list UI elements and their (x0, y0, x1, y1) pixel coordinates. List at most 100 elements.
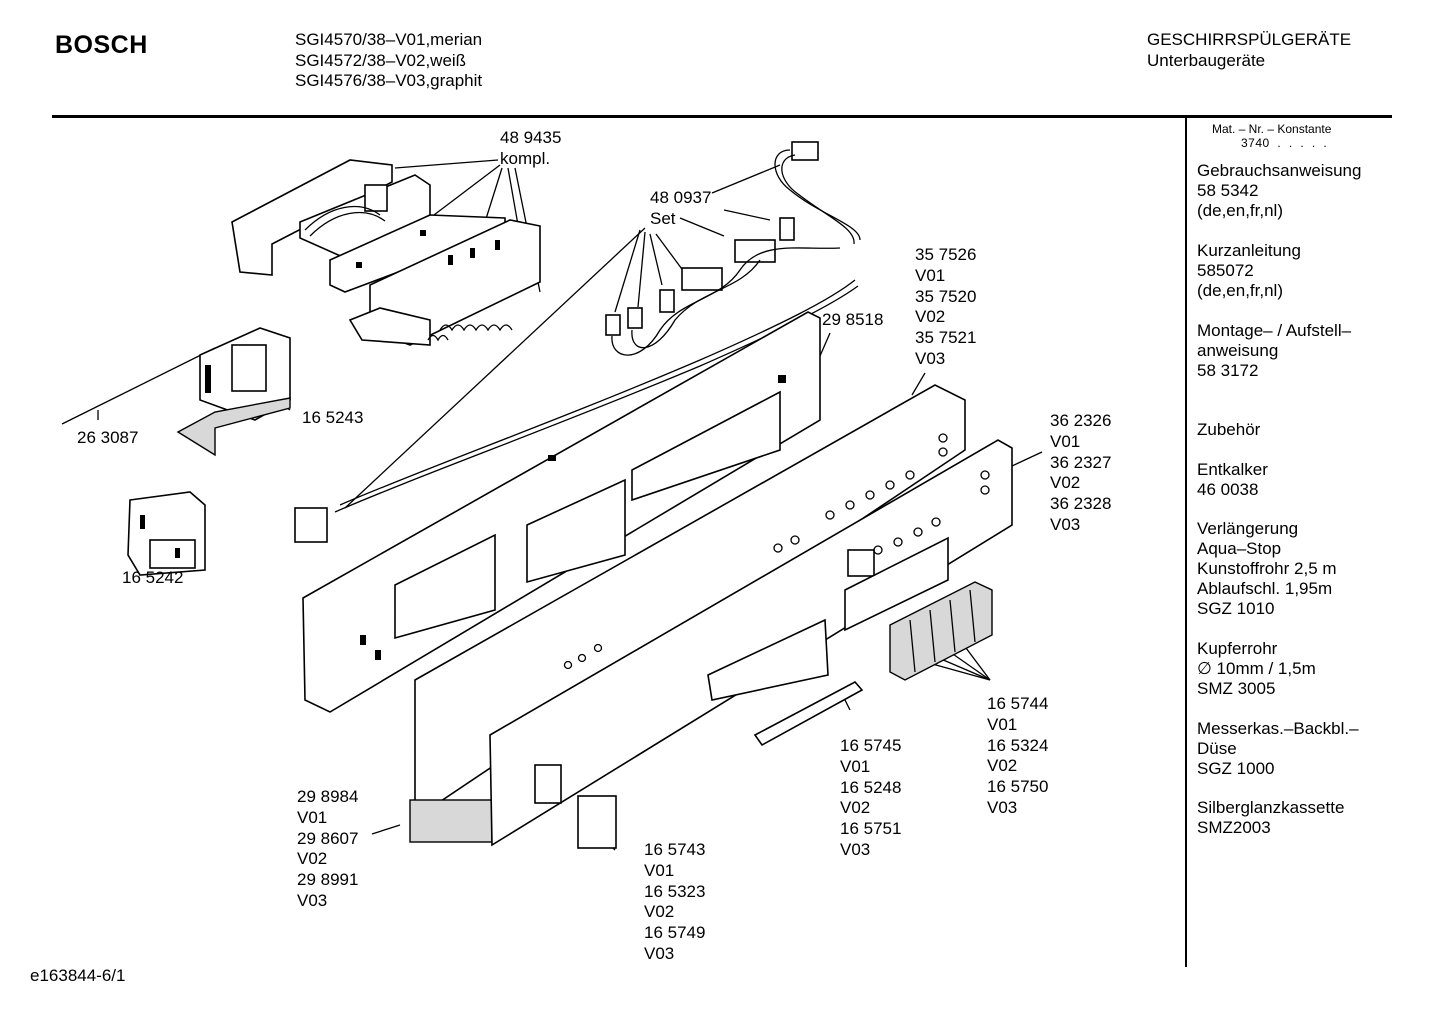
category-line: GESCHIRRSPÜLGERÄTE (1147, 30, 1352, 49)
part-number: 48 0937 (650, 188, 712, 207)
sidebar-block-nozzle: Messerkas.–Backbl.– Düse SGZ 1000 (1197, 719, 1359, 779)
sidebar-block-accessories: Zubehör (1197, 420, 1260, 440)
part-number: 29 8518 (822, 310, 884, 329)
sidebar-block-descaler: Entkalker 46 0038 (1197, 460, 1268, 500)
exploded-parts-drawing (61, 141, 1043, 851)
part-note: kompl. (500, 148, 551, 168)
part-label-362326: 36 2326 V01 36 2327 V02 36 2328 V03 (1050, 411, 1111, 536)
sidebar-line: Kupferrohr (1197, 639, 1278, 658)
model-line: SGI4572/38–V02,weiß (295, 50, 467, 70)
part-number: 26 3087 (77, 428, 139, 447)
sidebar-line: Kurzanleitung (1197, 241, 1301, 260)
part-number: 35 7520 (915, 286, 977, 306)
part-variant: V03 (644, 943, 675, 963)
header-divider (52, 115, 1392, 118)
sidebar-block-short-guide: Kurzanleitung 585072 (de,en,fr,nl) (1197, 241, 1301, 301)
part-label-489435: 48 9435 kompl. (500, 128, 561, 170)
part-number: 35 7521 (915, 328, 977, 348)
part-number: 16 5744 (987, 694, 1049, 713)
part-label-165242: 16 5242 (122, 568, 183, 589)
part-label-298984: 29 8984 V01 29 8607 V02 29 8991 V03 (297, 787, 358, 912)
sidebar-line: Kunstoffrohr 2,5 m (1197, 559, 1337, 578)
part-variant: V01 (840, 756, 871, 776)
part-variant: V03 (987, 797, 1018, 817)
sidebar-divider (1185, 117, 1187, 967)
part-variant: V02 (644, 902, 675, 922)
wire-harness (294, 141, 861, 543)
mat-nr-constant: Mat. – Nr. – Konstante 3740 . . . . . (1212, 122, 1331, 150)
sidebar-line: SMZ2003 (1197, 818, 1271, 837)
sidebar-line: SMZ 3005 (1197, 679, 1276, 698)
control-panel-frame (302, 311, 821, 713)
part-number: 16 5743 (644, 840, 706, 859)
sidebar-block-silver-cassette: Silberglanzkassette SMZ2003 (1197, 798, 1344, 838)
part-variant: V03 (840, 839, 871, 859)
part-label-165744: 16 5744 V01 16 5324 V02 16 5750 V03 (987, 694, 1048, 819)
part-variant: V01 (987, 714, 1018, 734)
part-number: 29 8984 (297, 787, 359, 806)
sidebar-line: 46 0038 (1197, 480, 1259, 499)
sidebar-line: ∅ 10mm / 1,5m (1197, 659, 1316, 678)
sidebar-line: Silberglanzkassette (1197, 798, 1345, 817)
drawing-code: e163844-6/1 (30, 966, 126, 985)
model-list: SGI4570/38–V01,merian SGI4572/38–V02,wei… (295, 30, 482, 92)
sidebar-block-installation: Montage– / Aufstell– anweisung 58 3172 (1197, 321, 1351, 381)
part-number: 16 5324 (987, 735, 1049, 755)
model-line: SGI4576/38–V03,graphit (295, 71, 483, 90)
sidebar-line: 585072 (1197, 261, 1254, 280)
part-number: 16 5745 (840, 736, 902, 755)
electronics-module (231, 159, 541, 346)
part-number: 36 2326 (1050, 411, 1112, 430)
part-variant: V01 (1050, 431, 1081, 451)
part-variant: V02 (840, 798, 871, 818)
button-set (889, 581, 993, 681)
part-number: 35 7526 (915, 245, 977, 264)
mat-nr-value: 3740 . . . . . (1241, 136, 1328, 150)
sidebar-block-extension: Verlängerung Aqua–Stop Kunstoffrohr 2,5 … (1197, 519, 1337, 619)
part-label-165243: 16 5243 (302, 408, 363, 429)
sidebar-block-manual: Gebrauchsanweisung 58 5342 (de,en,fr,nl) (1197, 161, 1361, 221)
part-label-298518: 29 8518 (822, 310, 883, 331)
sidebar-line: (de,en,fr,nl) (1197, 201, 1283, 220)
sidebar-line: anweisung (1197, 341, 1279, 360)
part-number: 16 5243 (302, 408, 364, 427)
part-variant: V01 (297, 807, 328, 827)
bracket-assembly (176, 327, 291, 457)
sidebar-line: Aqua–Stop (1197, 539, 1282, 558)
sidebar-line: Messerkas.–Backbl.– (1197, 719, 1359, 738)
panel-face (489, 439, 1013, 847)
part-number: 36 2328 (1050, 494, 1112, 514)
part-number: 16 5323 (644, 881, 706, 901)
part-number: 16 5242 (122, 568, 184, 587)
category-line: Unterbaugeräte (1147, 50, 1266, 70)
sidebar-line: SGZ 1010 (1197, 599, 1275, 618)
sidebar-line: Ablaufschl. 1,95m (1197, 579, 1333, 598)
part-label-357526: 35 7526 V01 35 7520 V02 35 7521 V03 (915, 245, 976, 370)
part-variant: V03 (297, 890, 328, 910)
sidebar-line: Düse (1197, 739, 1237, 758)
sidebar-line: SGZ 1000 (1197, 759, 1275, 778)
mat-nr-label: Mat. – Nr. – Konstante (1212, 122, 1332, 136)
part-label-263087: 26 3087 (77, 428, 138, 449)
part-label-480937: 48 0937 Set (650, 188, 711, 230)
cap-part (577, 795, 617, 849)
part-number: 16 5248 (840, 777, 902, 797)
switch-component (127, 491, 206, 576)
part-number: 16 5749 (644, 923, 706, 943)
part-note: Set (650, 208, 676, 228)
part-variant: V03 (915, 348, 946, 368)
trim-strip (753, 680, 864, 747)
part-variant: V02 (1050, 473, 1081, 493)
part-number: 29 8607 (297, 828, 359, 848)
part-variant: V02 (915, 307, 946, 327)
sidebar-line: Entkalker (1197, 460, 1268, 479)
part-number: 29 8991 (297, 870, 359, 890)
category-title: GESCHIRRSPÜLGERÄTE Unterbaugeräte (1147, 30, 1351, 71)
sidebar-line: Verlängerung (1197, 519, 1299, 538)
sidebar-block-copper-pipe: Kupferrohr ∅ 10mm / 1,5m SMZ 3005 (1197, 639, 1316, 699)
part-variant: V02 (987, 756, 1018, 776)
part-label-165745: 16 5745 V01 16 5248 V02 16 5751 V03 (840, 736, 901, 861)
model-line: SGI4570/38–V01,merian (295, 30, 483, 49)
part-number: 48 9435 (500, 128, 562, 147)
sidebar-line: Zubehör (1197, 420, 1261, 439)
